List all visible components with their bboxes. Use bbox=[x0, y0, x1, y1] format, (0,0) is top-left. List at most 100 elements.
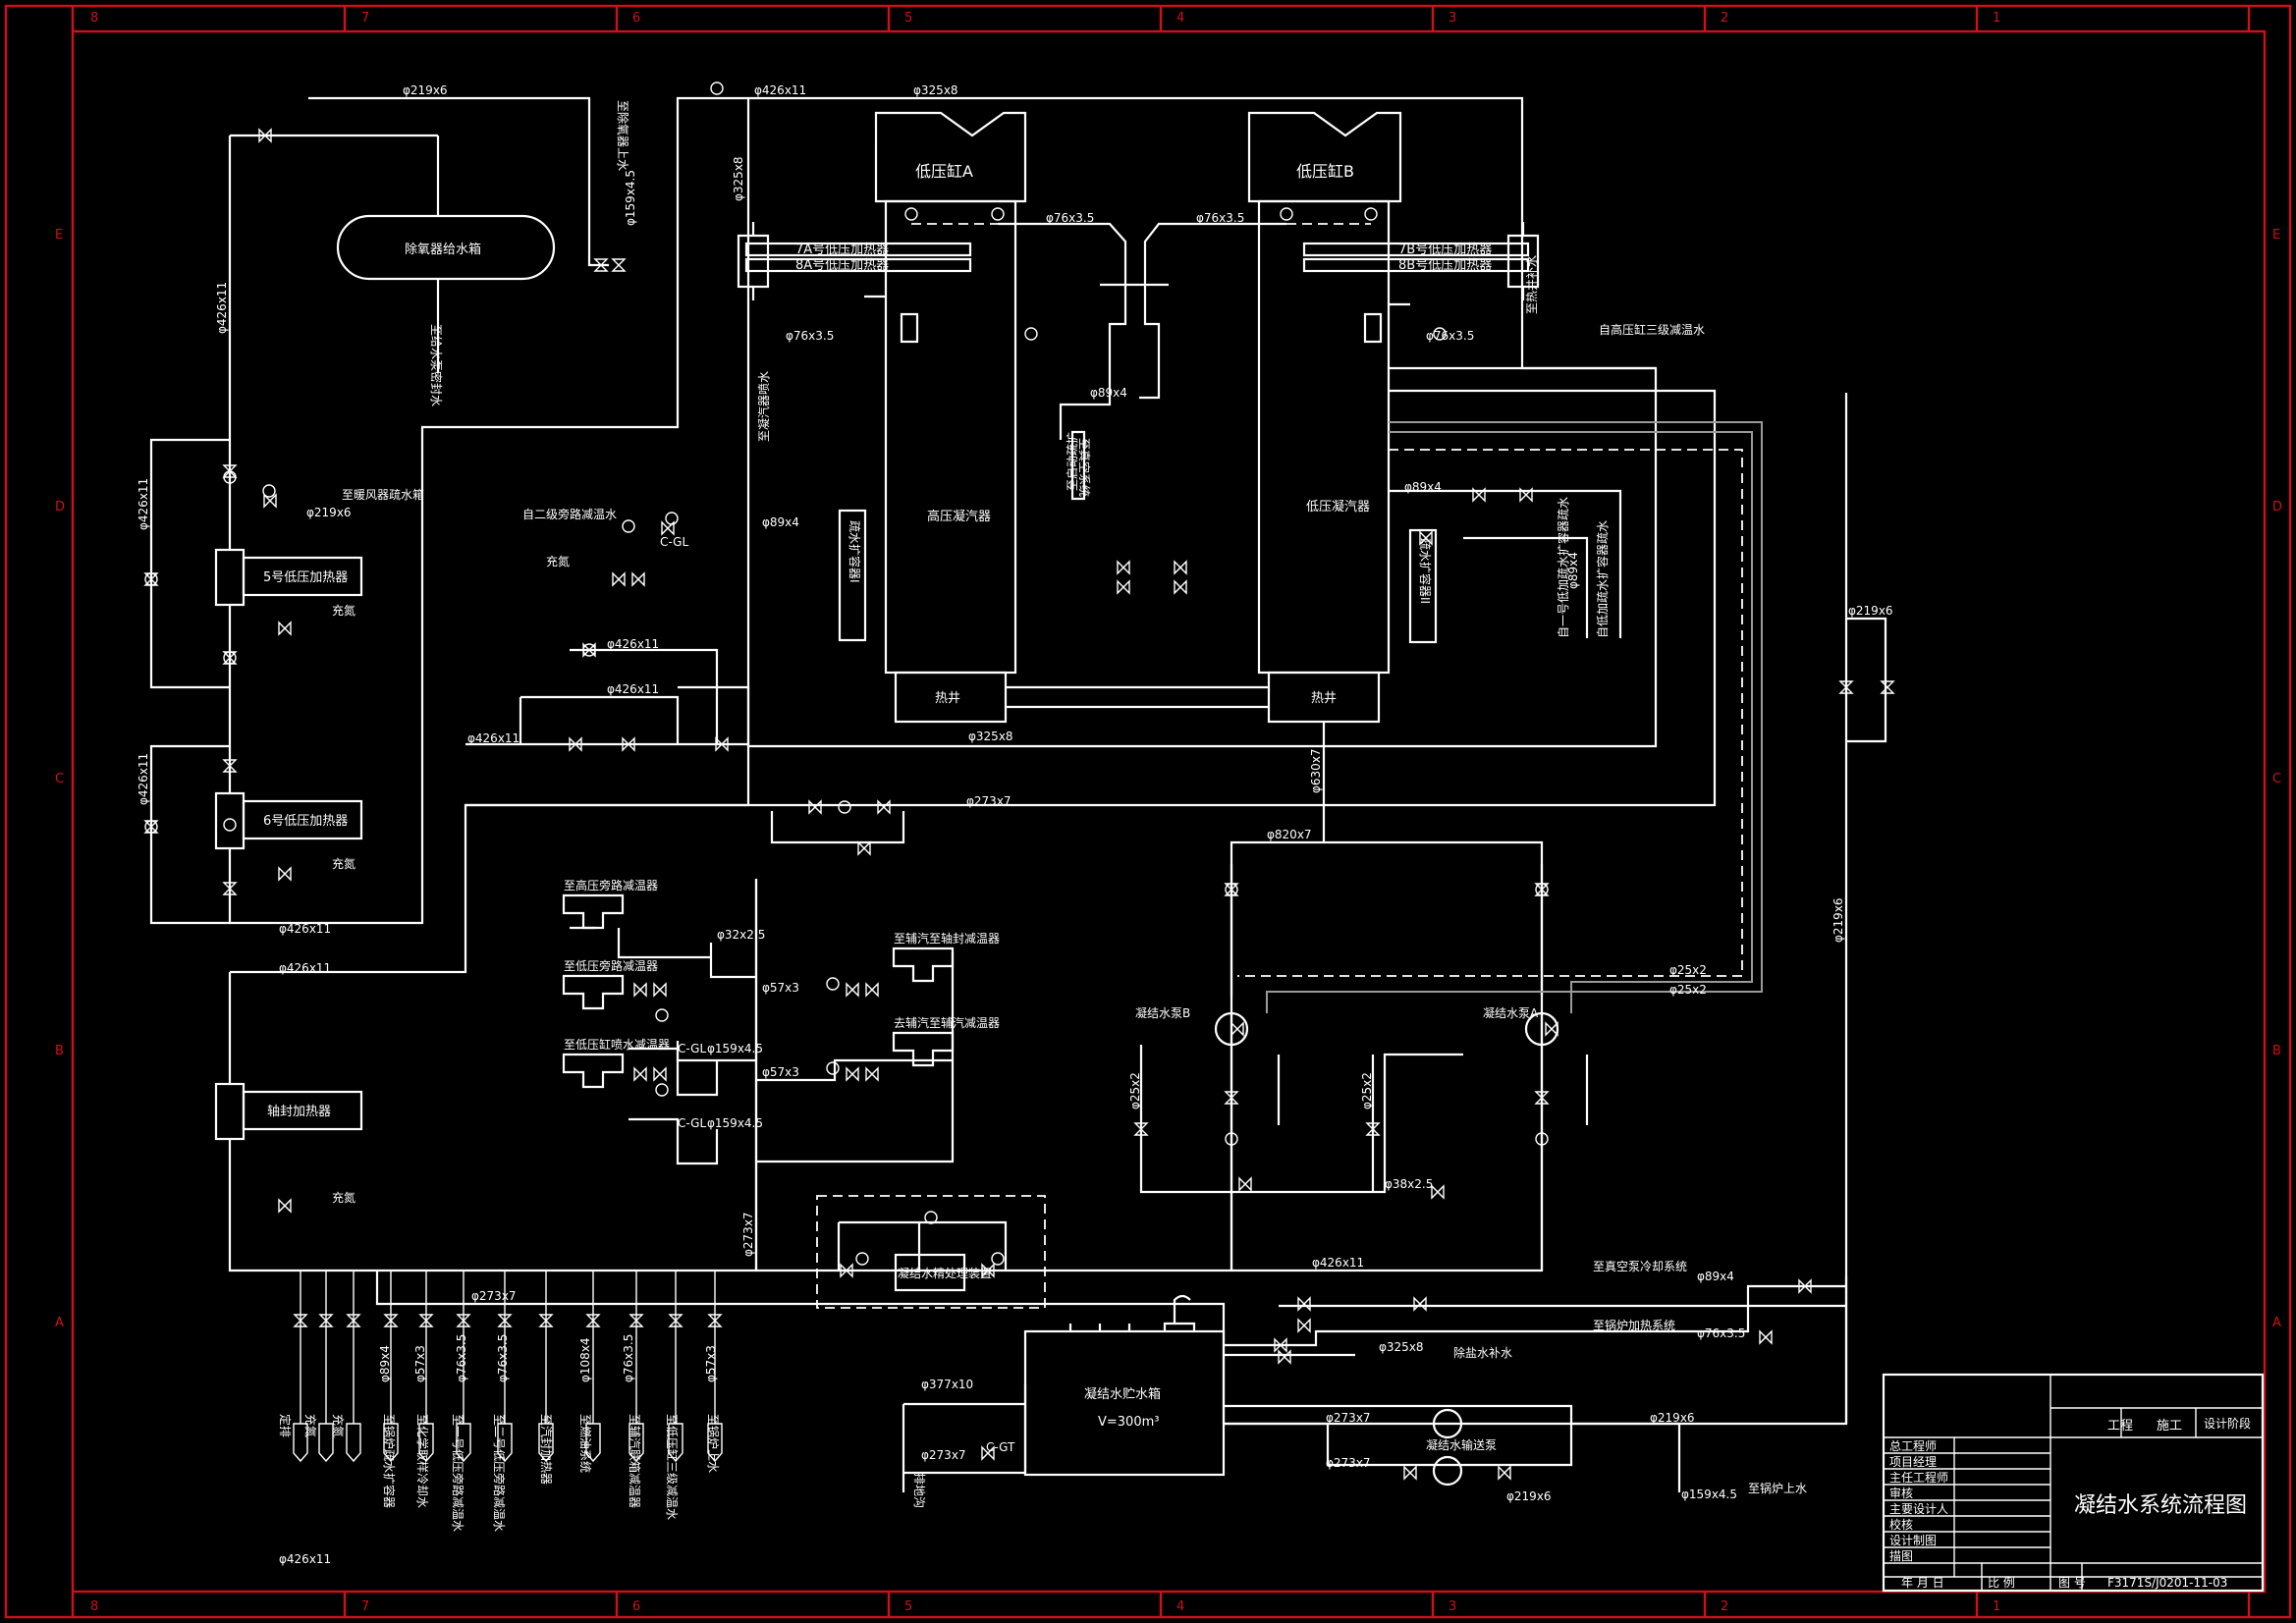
valve-icon bbox=[418, 1314, 434, 1327]
branch-end-arrow bbox=[293, 1423, 308, 1463]
branch-label-10: 至辅汽联箱减温器 bbox=[628, 1414, 642, 1508]
valve-icon bbox=[1880, 680, 1895, 694]
motor-valve-icon bbox=[710, 81, 724, 95]
branch-end-arrow bbox=[668, 1423, 683, 1463]
sign-row-7: 设计制图 bbox=[1889, 1534, 1937, 1547]
branch-label-3: 充氮 bbox=[331, 1414, 346, 1437]
drawing-frame bbox=[4, 4, 2292, 1619]
branch-label-8: 至汽封加热器 bbox=[539, 1414, 554, 1485]
valve-icon bbox=[981, 1445, 995, 1461]
drain-out-note: 排地沟 bbox=[912, 1473, 926, 1508]
frame-num-8-bot: 8 bbox=[90, 1599, 98, 1614]
valve-icon bbox=[846, 982, 859, 998]
motor-valve-icon bbox=[223, 470, 237, 484]
main-piping bbox=[149, 96, 1887, 1492]
valve-icon bbox=[707, 1314, 723, 1327]
frame-num-4: 4 bbox=[1176, 11, 1184, 26]
bottom-date: 年 月 日 bbox=[1901, 1576, 1944, 1590]
line-325x8-v: φ325x8 bbox=[732, 156, 745, 201]
seal-b-note: 自低加疏水扩容器疏水 bbox=[1595, 520, 1610, 638]
fill-3-note: 充氮 bbox=[332, 856, 355, 871]
desuperheater-boxes bbox=[562, 893, 955, 1089]
valve-icon bbox=[1224, 1091, 1239, 1105]
cgl-2: C-GL bbox=[678, 1042, 706, 1055]
heater-8b-label: 8B号低压加热器 bbox=[1398, 258, 1492, 273]
from-bypass-note: 自二级旁路减温水 bbox=[522, 507, 617, 521]
line-57-b: φ57x3 bbox=[762, 1065, 799, 1079]
title-stage-design: 设计阶段 bbox=[2204, 1416, 2251, 1431]
flash-tank-b-label: 疏水扩容器II bbox=[1418, 538, 1433, 604]
motor-valve-icon bbox=[1433, 327, 1447, 341]
valve-icon bbox=[611, 258, 627, 272]
line-820: φ820x7 bbox=[1267, 828, 1312, 841]
valve-icon bbox=[622, 736, 635, 752]
pump-a-label: 凝结水泵A bbox=[1483, 1005, 1539, 1020]
valve-icon bbox=[715, 736, 729, 752]
tank-label: 凝结水贮水箱 bbox=[1084, 1386, 1161, 1402]
transfer-pump-label: 凝结水输送泵 bbox=[1426, 1437, 1497, 1452]
hotwell-a-label: 热井 bbox=[935, 691, 960, 706]
branch-end-arrow bbox=[318, 1423, 334, 1463]
valve-icon bbox=[258, 128, 272, 143]
motor-valve-icon bbox=[838, 800, 851, 814]
flash-tank-a-label: 疏水扩容器I bbox=[847, 520, 862, 583]
valve-icon bbox=[1278, 1349, 1291, 1365]
frame-num-6-bot: 6 bbox=[632, 1599, 640, 1614]
condenser-a-label: 高压凝汽器 bbox=[927, 509, 991, 524]
valve-icon bbox=[1519, 487, 1533, 503]
valve-icon bbox=[1413, 1296, 1427, 1312]
valve-icon bbox=[1534, 1091, 1550, 1105]
line-377: φ377x10 bbox=[921, 1378, 973, 1391]
valve-icon bbox=[1174, 579, 1187, 595]
valve-icon bbox=[1431, 1184, 1445, 1200]
line-426-l2: φ426x11 bbox=[279, 922, 331, 936]
line-426-m1: φ426x11 bbox=[607, 637, 659, 651]
line-273-v: φ273x7 bbox=[741, 1212, 755, 1257]
frame-letter-c-r: C bbox=[2272, 772, 2281, 786]
frame-num-2-bot: 2 bbox=[1721, 1599, 1728, 1614]
motor-valve-icon bbox=[826, 977, 840, 991]
frame-num-3: 3 bbox=[1449, 11, 1456, 26]
cgl-3: C-GL bbox=[678, 1116, 706, 1130]
line-426-m2: φ426x11 bbox=[607, 682, 659, 696]
branch-label-9: 至燃油系统 bbox=[578, 1414, 593, 1473]
line-219-r3: φ219x6 bbox=[1650, 1411, 1695, 1425]
to-cond-spray-note: 至凝汽器喷水 bbox=[756, 371, 771, 442]
line-426-l3: φ426x11 bbox=[279, 961, 331, 975]
from-3rd-drain-note: 自高压缸三级减温水 bbox=[1599, 322, 1705, 337]
condenser-b-label: 低压凝汽器 bbox=[1306, 499, 1370, 514]
valve-icon bbox=[877, 799, 891, 815]
valve-icon bbox=[1297, 1296, 1311, 1312]
valve-icon bbox=[633, 1066, 647, 1082]
to-aux-steam-note: 去辅汽至辅汽减温器 bbox=[894, 1015, 1000, 1030]
motor-valve-icon bbox=[144, 572, 158, 586]
heater-8a-label: 8A号低压加热器 bbox=[795, 258, 889, 273]
motor-valve-icon bbox=[655, 1008, 669, 1022]
line-76-b: φ76x3.5 bbox=[1196, 211, 1244, 225]
valve-icon bbox=[612, 571, 626, 587]
cgl-1: C-GL bbox=[660, 535, 688, 549]
valve-icon bbox=[846, 1066, 859, 1082]
line-426-l4: φ426x11 bbox=[1312, 1256, 1364, 1270]
frame-num-7-bot: 7 bbox=[361, 1599, 369, 1614]
branch-size-4: φ76x3.5 bbox=[496, 1334, 510, 1382]
frame-num-4-bot: 4 bbox=[1176, 1599, 1184, 1614]
motor-valve-icon bbox=[924, 1211, 938, 1224]
line-273-t3: φ273x7 bbox=[1326, 1456, 1371, 1470]
line-325x8-top: φ325x8 bbox=[913, 83, 958, 97]
vacuum-note: 至真空系统 bbox=[1077, 438, 1091, 497]
motor-valve-icon bbox=[1024, 327, 1038, 341]
valve-icon bbox=[808, 799, 822, 815]
frame-num-1: 1 bbox=[1993, 11, 2000, 26]
valve-icon bbox=[222, 882, 238, 895]
line-159-r: φ159x4.5 bbox=[1681, 1488, 1737, 1501]
vent-b-note: 至热井补水 bbox=[1525, 255, 1539, 314]
condenser-b bbox=[1247, 111, 1402, 724]
valve-icon bbox=[383, 1314, 399, 1327]
heater-6-label: 6号低压加热器 bbox=[263, 814, 348, 829]
bottom-dwg: 图 号 bbox=[2058, 1576, 2086, 1590]
to-desuper-note: 至暖风器疏水箱 bbox=[342, 487, 424, 502]
valve-icon bbox=[629, 1314, 644, 1327]
valve-icon bbox=[1498, 1465, 1511, 1481]
valve-icon bbox=[633, 982, 647, 998]
